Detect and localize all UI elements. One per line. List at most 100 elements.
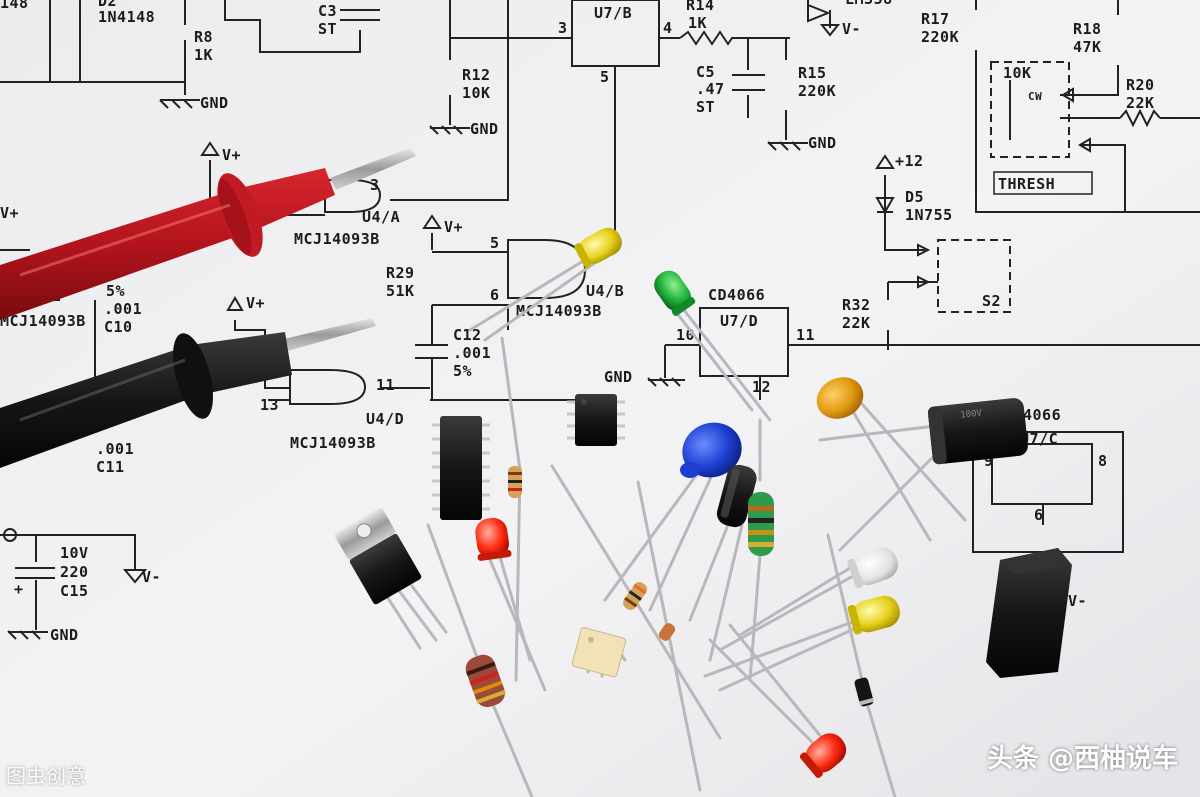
label-c12-val: .001: [453, 344, 491, 362]
label-u7d: U7/D: [720, 312, 758, 330]
electrolytic-marking: 100V: [960, 408, 983, 420]
label-pin4: 4: [663, 19, 673, 37]
label-mcj-left: MCJ14093B: [0, 312, 86, 330]
brown-resistor: [465, 654, 506, 708]
small-diode: [854, 677, 874, 707]
label-vplus-4: V+: [246, 294, 265, 312]
label-r14: R14: [686, 0, 715, 14]
label-u4d: U4/D: [366, 410, 404, 428]
label-cw: CW: [1028, 90, 1042, 103]
label-r20-val: 22K: [1126, 94, 1155, 112]
label-d2-part: 1N4148: [98, 8, 155, 26]
label-vminus-left: V-: [142, 568, 161, 586]
label-c10-pct: 5%: [106, 282, 125, 300]
small-resistor-diagonal: [623, 582, 647, 610]
label-pin3-u4a: 3: [370, 176, 380, 194]
dip-ic-14-pin: [432, 416, 490, 520]
label-pin11-u4d: 11: [376, 376, 395, 394]
label-r29: R29: [386, 264, 415, 282]
label-c3: C3: [318, 2, 337, 20]
watermark-left: 图虫创意: [6, 764, 86, 788]
small-resistor-vertical: [508, 466, 522, 498]
yellow-led-top: [574, 227, 622, 268]
label-c10-val: .001: [104, 300, 142, 318]
label-mcj-b: MCJ14093B: [516, 302, 602, 320]
label-c10: C10: [104, 318, 133, 336]
black-film-capacitor: [716, 464, 757, 528]
label-r14-val: 1K: [688, 14, 707, 32]
label-pin9: 9: [984, 452, 994, 470]
label-pot-val: 10K: [1003, 64, 1032, 82]
label-c5-type: ST: [696, 98, 715, 116]
label-r15-val: 220K: [798, 82, 836, 100]
label-r15: R15: [798, 64, 827, 82]
label-r20: R20: [1126, 76, 1155, 94]
black-multimeter-probe: [0, 318, 376, 468]
label-c12-tol: 5%: [453, 362, 472, 380]
label-gnd-3: GND: [808, 134, 837, 152]
label-gnd-5: GND: [50, 626, 79, 644]
label-r17-val: 220K: [921, 28, 959, 46]
green-resistor: [748, 492, 774, 556]
label-gnd-2: GND: [470, 120, 499, 138]
label-u7b: U7/B: [594, 4, 632, 22]
label-r18: R18: [1073, 20, 1102, 38]
label-r12: R12: [462, 66, 491, 84]
small-dip-ic: [567, 394, 625, 446]
label-vplus-1: V+: [222, 146, 241, 164]
blue-ceramic-capacitor: [680, 422, 742, 478]
label-r18-val: 47K: [1073, 38, 1102, 56]
label-r8: R8: [194, 28, 213, 46]
label-plus: +: [14, 580, 24, 598]
label-vminus-top: V-: [842, 20, 861, 38]
tiny-resistor-diagonal: [658, 623, 676, 641]
label-d5-part: 1N755: [905, 206, 953, 224]
schematic-wires: [0, 0, 1200, 640]
label-gnd-4: GND: [604, 368, 633, 386]
power-transistor: [334, 507, 422, 605]
label-pin13: 13: [260, 396, 279, 414]
label-u4b: U4/B: [586, 282, 624, 300]
electrolytic-capacitor: 100V: [927, 398, 1028, 465]
label-r8-val: 1K: [194, 46, 213, 64]
label-c12: C12: [453, 326, 482, 344]
label-ic-4066: 4066: [1023, 406, 1061, 424]
label-lm358: LM358: [845, 0, 893, 8]
label-pin3: 3: [558, 19, 568, 37]
red-led-center: [475, 517, 512, 561]
schematic-labels: 148 D2 1N4148 R8 1K GND C3 ST U7/B 3 4 5…: [0, 0, 1155, 644]
label-c11-val: .001: [96, 440, 134, 458]
label-pin11-u7d: 11: [796, 326, 815, 344]
label-thresh: THRESH: [998, 175, 1055, 193]
green-led: [654, 270, 696, 316]
label-gnd-1: GND: [200, 94, 229, 112]
label-pin5-u4b: 5: [490, 234, 500, 252]
label-vplus-2: V+: [0, 204, 19, 222]
label-r12-val: 10K: [462, 84, 491, 102]
label-c11: C11: [96, 458, 125, 476]
watermark-right: 头条 @西柚说车: [986, 744, 1178, 774]
label-cd4066: CD4066: [708, 286, 765, 304]
label-pin12: 12: [752, 378, 771, 396]
clear-led: [847, 547, 898, 589]
black-relay: [986, 548, 1072, 678]
label-r17: R17: [921, 10, 950, 28]
label-plus12: +12: [895, 152, 924, 170]
label-top-left-part: 148: [0, 0, 29, 12]
label-r32-val: 22K: [842, 314, 871, 332]
label-pin6-u7c: 6: [1034, 506, 1044, 524]
label-c5-val: .47: [696, 80, 725, 98]
label-c15-v: 10V: [60, 544, 89, 562]
label-d2: D2: [98, 0, 117, 10]
label-mcj-a: MCJ14093B: [294, 230, 380, 248]
label-c15-val: 220: [60, 563, 89, 581]
label-pin5-top: 5: [600, 68, 610, 86]
label-vminus-right: V-: [1068, 592, 1087, 610]
label-u7c: U7/C: [1020, 430, 1058, 448]
red-led-bottom: [799, 733, 847, 778]
label-pin6-u4b: 6: [490, 286, 500, 304]
label-r29-val: 51K: [386, 282, 415, 300]
label-pin8: 8: [1098, 452, 1108, 470]
label-u4a: U4/A: [362, 208, 400, 226]
